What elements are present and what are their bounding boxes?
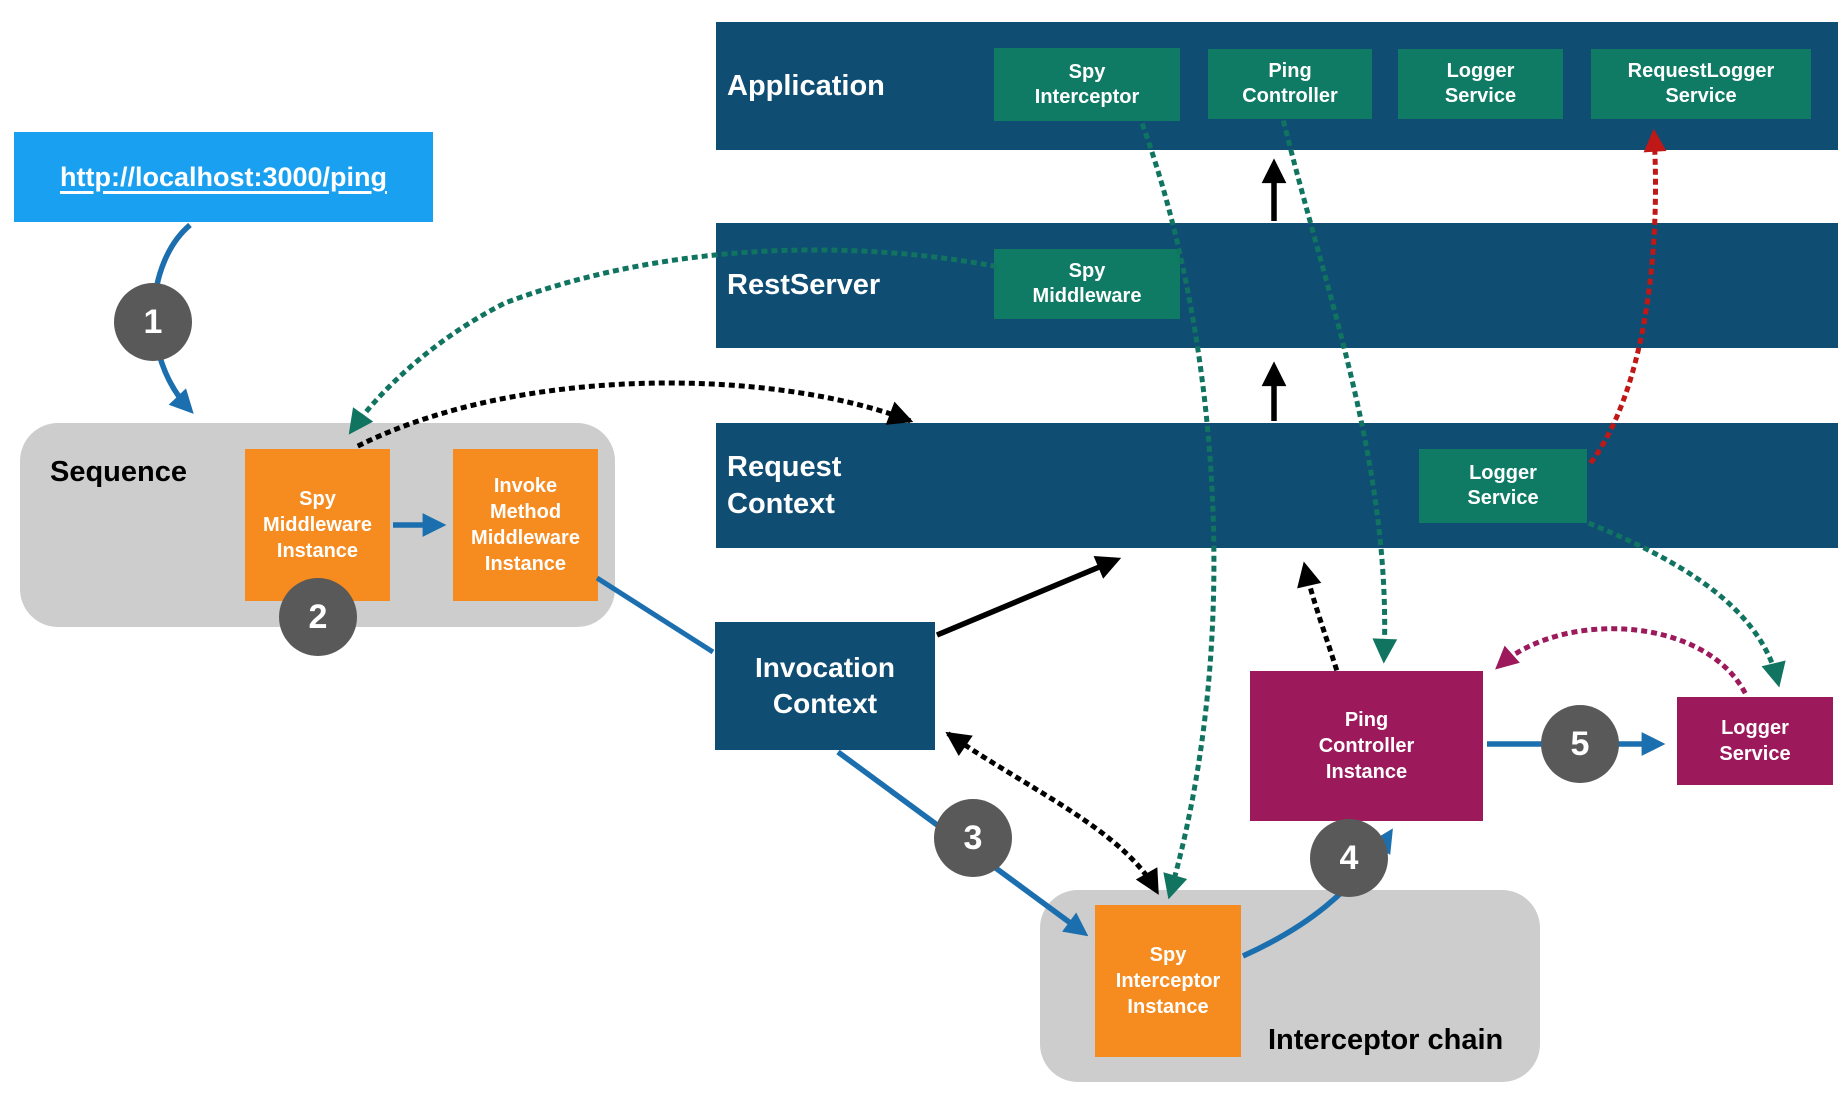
request-url-link[interactable]: http://localhost:3000/ping	[14, 132, 433, 222]
spy-interceptor-instance-box: Spy Interceptor Instance	[1095, 905, 1241, 1057]
invoke-method-middleware-instance-box: Invoke Method Middleware Instance	[453, 449, 598, 601]
request-logger-service-box: RequestLogger Service	[1591, 49, 1811, 119]
step-circle-4: 4	[1310, 819, 1388, 897]
step-circle-5: 5	[1541, 705, 1619, 783]
dotted-arrow-ping-controller-to-instance	[1280, 119, 1398, 664]
ping-controller-box: Ping Controller	[1208, 49, 1372, 119]
ping-controller-instance-box: Ping Controller Instance	[1250, 671, 1483, 821]
logger-service-instance-box: Logger Service	[1677, 697, 1833, 785]
spy-interceptor-box: Spy Interceptor	[994, 48, 1180, 121]
logger-service-box: Logger Service	[1398, 49, 1563, 119]
step-circle-2: 2	[279, 578, 357, 656]
application-banner-title: Application	[727, 69, 885, 102]
logger-service-context-box: Logger Service	[1419, 449, 1587, 523]
dotted-arrow-ping-controller-instance-to-request-context	[1297, 561, 1340, 672]
step-circle-3: 3	[934, 799, 1012, 877]
spy-middleware-instance-box: Spy Middleware Instance	[245, 449, 390, 601]
request-context-banner-title: Request Context	[727, 451, 842, 520]
invocation-context-box: Invocation Context	[715, 622, 935, 750]
restserver-banner-title: RestServer	[727, 269, 881, 302]
spy-middleware-box: Spy Middleware	[994, 249, 1180, 319]
dotted-arrow-logger-service-instance-to-ping-controller-instance	[1495, 626, 1748, 695]
interceptor-chain-group-label: Interceptor chain	[1268, 1024, 1504, 1056]
sequence-group-label: Sequence	[50, 456, 187, 488]
restserver-banner: RestServer	[716, 223, 1838, 348]
step-circle-1: 1	[114, 283, 192, 361]
arrow-invocation-context-to-request-context	[935, 555, 1122, 638]
request-context-banner: Request Context	[716, 423, 1838, 548]
